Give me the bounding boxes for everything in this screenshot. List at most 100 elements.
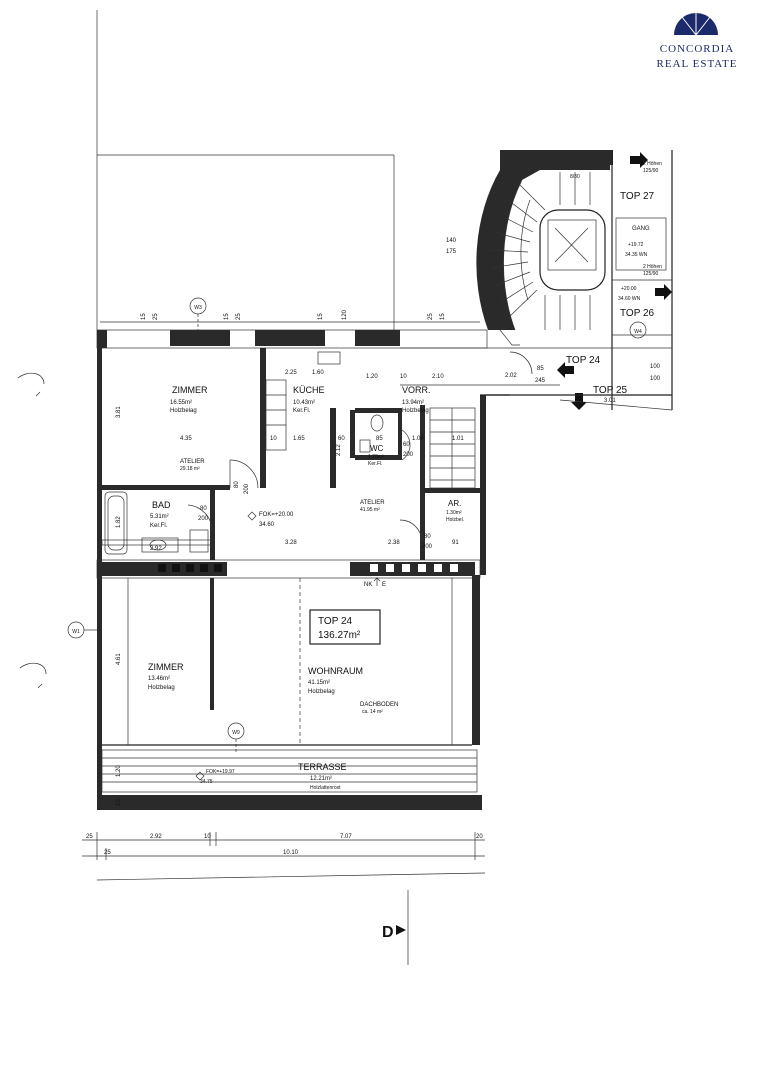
arrow-right-icon bbox=[655, 284, 672, 300]
dachboden-label: DACHBODEN bbox=[360, 702, 398, 708]
svg-text:2.10: 2.10 bbox=[432, 374, 444, 380]
svg-text:10: 10 bbox=[116, 799, 122, 806]
logo-line2: REAL ESTATE bbox=[657, 58, 738, 70]
svg-text:5.31m²: 5.31m² bbox=[150, 514, 169, 520]
punch-hole-mark bbox=[35, 391, 41, 397]
nk-e-label: E bbox=[382, 582, 386, 588]
svg-text:ZIMMER: ZIMMER bbox=[148, 662, 184, 672]
door-swings bbox=[187, 351, 533, 543]
room-ar: AR. 1.30m² Holzbel. bbox=[446, 499, 464, 523]
svg-text:3.81: 3.81 bbox=[116, 406, 122, 418]
stair-h2b: 125/90 bbox=[643, 271, 659, 277]
level-marker-icon bbox=[247, 511, 257, 521]
svg-text:80: 80 bbox=[424, 534, 431, 540]
gang-label: GANG bbox=[632, 226, 650, 232]
fok-ter: FOK=+19.97 bbox=[206, 769, 235, 775]
svg-text:1.30m²: 1.30m² bbox=[446, 510, 462, 516]
internal-stair bbox=[429, 407, 476, 489]
nk-label: NK bbox=[364, 582, 372, 588]
stair-steps bbox=[490, 172, 591, 330]
svg-text:1.08: 1.08 bbox=[412, 436, 424, 442]
svg-text:15: 15 bbox=[224, 313, 230, 320]
svg-text:2.12: 2.12 bbox=[336, 444, 342, 456]
svg-text:10.43m²: 10.43m² bbox=[293, 400, 315, 406]
gang-level: +19.72 bbox=[628, 242, 644, 248]
svg-text:85: 85 bbox=[376, 436, 383, 442]
exterior-walls bbox=[96, 329, 673, 810]
concordia-logo: CONCORDIA REAL ESTATE bbox=[657, 13, 738, 70]
svg-text:2.25: 2.25 bbox=[285, 370, 297, 376]
svg-text:25: 25 bbox=[236, 313, 242, 320]
svg-text:1.82: 1.82 bbox=[116, 516, 122, 528]
svg-text:Holzbel.: Holzbel. bbox=[446, 517, 464, 523]
arrow-left-icon bbox=[557, 362, 574, 378]
room-bad: BAD 5.31m² Ker.Fl. bbox=[150, 500, 171, 529]
svg-text:1.20: 1.20 bbox=[116, 765, 122, 777]
kitchen-counter bbox=[265, 351, 341, 451]
neighbor-top25: TOP 25 bbox=[593, 385, 628, 396]
svg-text:BAD: BAD bbox=[152, 500, 171, 510]
svg-text:W9: W9 bbox=[232, 730, 240, 736]
dachboden-area: ca. 14 m² bbox=[362, 709, 383, 715]
svg-text:Holzlattenrost: Holzlattenrost bbox=[310, 785, 341, 791]
room-zimmer1: ZIMMER 16.55m² Holzbelag bbox=[170, 385, 208, 414]
svg-text:15: 15 bbox=[141, 313, 147, 320]
wc-fixtures bbox=[359, 414, 384, 453]
room-terrasse: TERRASSE 12.21m² Holzlattenrost bbox=[298, 762, 347, 791]
atelier2-area: 41.95 m² bbox=[360, 507, 380, 513]
svg-text:25: 25 bbox=[104, 850, 111, 856]
svg-text:Holzbelag: Holzbelag bbox=[148, 685, 175, 691]
atelier1-label: ATELIER bbox=[180, 459, 205, 465]
svg-text:200: 200 bbox=[403, 452, 414, 458]
svg-text:10: 10 bbox=[204, 834, 211, 840]
svg-text:Holzbelag: Holzbelag bbox=[170, 408, 197, 414]
svg-text:Holzbelag: Holzbelag bbox=[402, 408, 429, 414]
svg-text:KÜCHE: KÜCHE bbox=[293, 385, 325, 395]
svg-text:13.94m²: 13.94m² bbox=[402, 400, 424, 406]
punch-hole-mark bbox=[37, 683, 43, 689]
svg-text:WC: WC bbox=[370, 444, 384, 453]
axis-marker-w4: W4 bbox=[629, 321, 647, 339]
top26-level: +20.00 bbox=[621, 286, 637, 292]
svg-text:AR.: AR. bbox=[448, 499, 461, 508]
section-marker-d: D bbox=[382, 924, 406, 941]
stair-h2: 2 Höhen bbox=[643, 264, 662, 270]
svg-text:80: 80 bbox=[200, 506, 207, 512]
site-boundary bbox=[96, 10, 486, 965]
punch-hole-mark bbox=[17, 372, 45, 385]
svg-text:Holzbelag: Holzbelag bbox=[308, 689, 335, 695]
svg-text:Ker.Fl.: Ker.Fl. bbox=[293, 408, 311, 414]
axis-marker-w1: W1 bbox=[67, 621, 100, 639]
room-kueche: KÜCHE 10.43m² Ker.Fl. bbox=[293, 385, 325, 414]
svg-text:10.10: 10.10 bbox=[283, 850, 299, 856]
svg-text:91: 91 bbox=[452, 540, 459, 546]
svg-text:15: 15 bbox=[440, 313, 446, 320]
svg-text:W1: W1 bbox=[72, 629, 80, 635]
stair-ref: 8/30 bbox=[570, 174, 580, 180]
axis-marker-w9: W9 bbox=[227, 722, 245, 752]
svg-text:10: 10 bbox=[400, 374, 407, 380]
neighbor-top24: TOP 24 bbox=[566, 355, 601, 366]
svg-text:20: 20 bbox=[476, 834, 483, 840]
svg-text:15: 15 bbox=[318, 313, 324, 320]
svg-text:Ker.Fl.: Ker.Fl. bbox=[150, 523, 168, 529]
svg-text:25: 25 bbox=[86, 834, 93, 840]
neighbor-top27: TOP 27 bbox=[620, 191, 655, 202]
top26-wn: 34.60 WN bbox=[618, 296, 641, 302]
stair-h1: 2 Höhen bbox=[643, 161, 662, 167]
svg-text:WOHNRAUM: WOHNRAUM bbox=[308, 666, 363, 676]
fok-ter-val: 34.75 bbox=[200, 779, 213, 785]
svg-text:7.07: 7.07 bbox=[340, 834, 352, 840]
unit-area: 136.27m² bbox=[318, 630, 361, 641]
staircase bbox=[476, 150, 673, 410]
fok-main-val: 34.60 bbox=[259, 522, 275, 528]
room-wc: WC 1.28m² Ker.Fl. bbox=[368, 444, 384, 467]
svg-text:41.15m²: 41.15m² bbox=[308, 680, 330, 686]
svg-text:1.60: 1.60 bbox=[312, 370, 324, 376]
svg-text:3.01: 3.01 bbox=[604, 398, 616, 404]
svg-text:80: 80 bbox=[234, 481, 240, 488]
svg-text:100: 100 bbox=[650, 376, 661, 382]
svg-text:13.46m²: 13.46m² bbox=[148, 676, 170, 682]
arrow-right-icon bbox=[630, 152, 648, 168]
